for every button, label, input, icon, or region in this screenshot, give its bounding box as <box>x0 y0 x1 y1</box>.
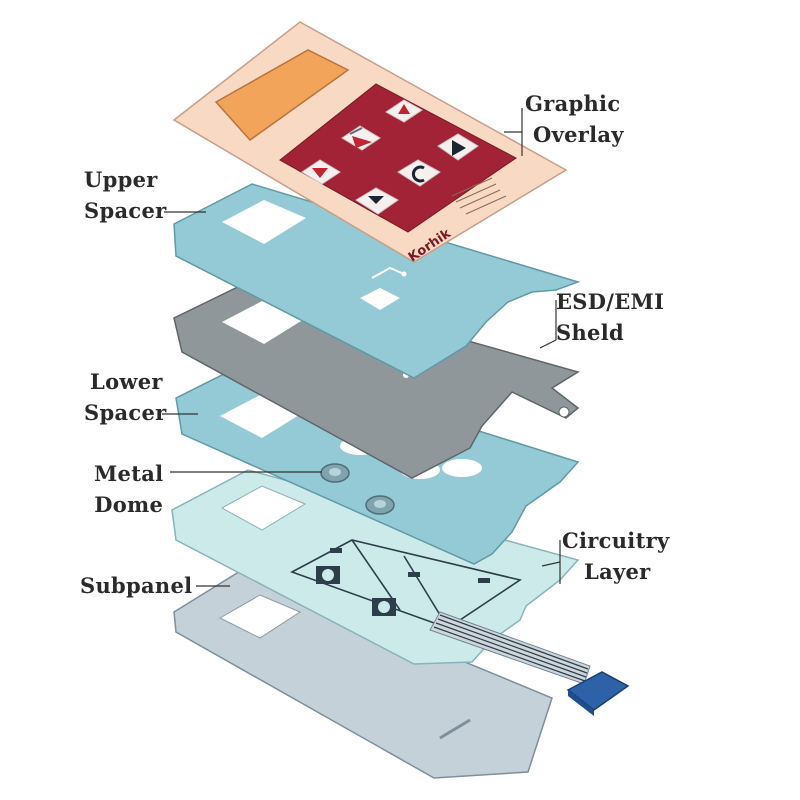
clear-key-icon[interactable] <box>397 159 441 187</box>
overlay-fine-print <box>451 177 507 215</box>
down-arrow-key-icon[interactable] <box>301 159 341 185</box>
subpanel-label: Subpanel <box>80 573 193 598</box>
graphic-overlay-label: Graphic Overlay <box>525 91 624 147</box>
keypad-area <box>279 83 517 233</box>
up-arrow-key-icon[interactable] <box>385 99 423 123</box>
right-arrow-key-icon[interactable] <box>437 133 479 161</box>
metal-dome-icon <box>320 463 350 483</box>
upper-spacer-label: Upper Spacer <box>84 167 167 223</box>
graphic-overlay-layer: Korhik <box>172 21 568 265</box>
left-arrow-key-icon[interactable] <box>341 125 381 151</box>
leader-lines <box>162 108 561 587</box>
ribbon-connector-icon <box>566 671 630 716</box>
circuitry-layer-label: Circuitry Layer <box>562 528 670 584</box>
metal-dome-icon <box>365 495 395 515</box>
lower-spacer-label: Lower Spacer <box>84 369 167 425</box>
upper-spacer-layer <box>173 183 581 379</box>
enter-key-icon[interactable] <box>355 187 399 215</box>
metal-dome-label: Metal Dome <box>94 461 164 517</box>
display-window <box>214 49 350 142</box>
esd-emi-shield-label: ESD/EMI Sheld <box>556 289 665 345</box>
